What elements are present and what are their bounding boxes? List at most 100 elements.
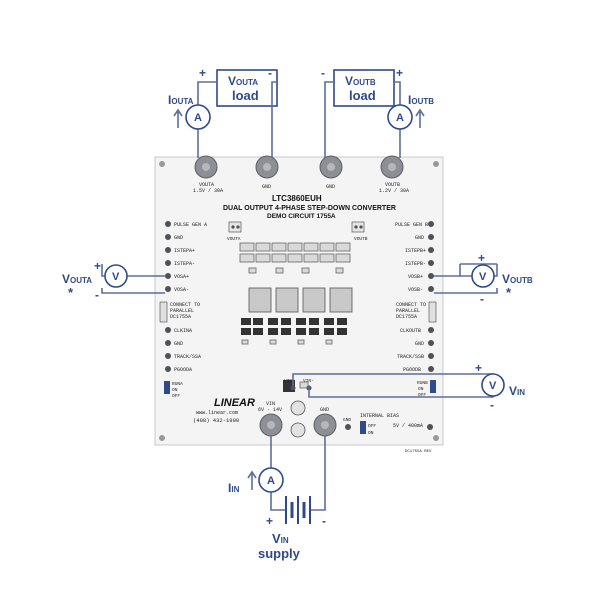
voutb-sense-pin: [354, 225, 358, 229]
turret-gnd-b2: [428, 340, 434, 346]
mount-hole-tr: [433, 161, 439, 167]
connect-left-1: CONNECT TO: [170, 302, 200, 308]
turret-vosb-minus: [428, 286, 434, 292]
turret-istepa-plus: [165, 247, 171, 253]
vouta-meter-minus: -: [95, 288, 99, 302]
pin-label-gnd-a1: GND: [174, 235, 183, 241]
runa-label: RUNA: [172, 381, 183, 387]
turret-gnd-a2: [165, 340, 171, 346]
iin-label: IIN: [228, 481, 240, 495]
linear-logo: LINEAR: [214, 397, 255, 409]
vouta-sense-label: VOUTA: [227, 236, 241, 242]
iin-arrow: [247, 470, 257, 490]
vin-supply-text: supply: [258, 546, 301, 561]
iouta-arrow: [173, 108, 183, 128]
vouta-rating: 1.5V / 30A: [193, 188, 223, 194]
website-text: www.linear.com: [196, 410, 238, 416]
board-code: DC1755A REV: [405, 450, 432, 454]
pin-label-vosa-minus: VOSA-: [174, 287, 189, 293]
connect-right-2: PARALLEL: [396, 308, 420, 314]
vin-voltmeter: [481, 373, 505, 397]
iin-ammeter: [258, 467, 284, 493]
ioutb-label: IOUTB: [408, 93, 434, 107]
ioutb-arrow: [415, 108, 425, 128]
connect-right-3: DC1755A: [396, 314, 417, 320]
runb-switch: [430, 380, 436, 393]
vouta-sense-pin2: [236, 225, 240, 229]
voutb-minus-sign: -: [321, 66, 325, 80]
turret-bias-gnd: [345, 424, 351, 430]
pin-label-pulse-gen-b: PULSE GEN B: [395, 222, 428, 228]
voutb-meter-label: VOUTB: [502, 272, 533, 286]
gnd-post-b-label: GND: [326, 184, 335, 190]
turret-vosa-minus: [165, 286, 171, 292]
turret-istepb-minus: [428, 260, 434, 266]
intvcc-on: ON: [368, 430, 374, 436]
runb-label: RUNB: [417, 380, 428, 386]
voutb-voltmeter-letter: V: [479, 271, 487, 283]
runa-on: ON: [172, 387, 178, 393]
pin-label-pgoodb: PGOODB: [403, 367, 421, 373]
runb-off: OFF: [418, 392, 426, 398]
turret-track-ssa: [165, 353, 171, 359]
vin-meter-minus: -: [490, 398, 494, 412]
turret-gnd-b1: [428, 234, 434, 240]
parallel-connector-right: [428, 301, 437, 323]
right-pins: PULSE GEN B GND ISTEPB+ ISTEPB- VOSB+ VO…: [395, 221, 437, 398]
turret-pgooda: [165, 366, 171, 372]
turret-vosa-plus: [165, 273, 171, 279]
vouta-plus-sign: +: [199, 66, 206, 80]
voutb-meter-plus: +: [478, 251, 485, 265]
bias-rating: 5V / 400mA: [393, 423, 423, 429]
iouta-ammeter: [185, 104, 211, 130]
vouta-voltmeter-letter: V: [112, 271, 120, 283]
voutb-post-center: [388, 163, 396, 171]
vin-supply-plus: +: [266, 514, 273, 528]
connect-left-3: DC1755A: [170, 314, 191, 320]
gnd-post-a-label: GND: [262, 184, 271, 190]
iin-ammeter-letter: A: [267, 475, 275, 487]
voutb-sense-pin2: [359, 225, 363, 229]
turret-gnd-a1: [165, 234, 171, 240]
intvcc-off: OFF: [368, 423, 376, 429]
mount-hole-br: [433, 435, 439, 441]
pin-label-pulse-gen-a: PULSE GEN A: [174, 222, 207, 228]
vouta-meter-plus: +: [94, 259, 101, 273]
vin-voltmeter-letter: V: [489, 380, 497, 392]
vouta-minus-sign: -: [268, 66, 272, 80]
vouta-meter-wire-minus: [101, 288, 165, 294]
intvcc-label: INTERNAL BIAS: [360, 413, 399, 419]
pin-label-vosa-plus: VOSA+: [174, 274, 189, 280]
voutb-post-label: VOUTB: [385, 182, 400, 188]
gnd-post-b-center: [327, 163, 335, 171]
iouta-ammeter-letter: A: [194, 112, 202, 124]
vin-sense-plus-label: VIN+: [284, 378, 295, 384]
board-title-demo: DEMO CIRCUIT 1755A: [267, 213, 336, 220]
vin-supply-wire-minus: [310, 436, 326, 511]
pin-label-pgooda: PGOODA: [174, 367, 192, 373]
board-title-desc: DUAL OUTPUT 4-PHASE STEP-DOWN CONVERTER: [223, 205, 396, 212]
voutb-meter-wire-minus: [434, 288, 498, 294]
pin-label-istepa-plus: ISTEPA+: [174, 248, 195, 254]
vouta-wire-plus: [197, 81, 217, 105]
turret-istepa-minus: [165, 260, 171, 266]
voutb-load-text: load: [349, 88, 376, 103]
battery-icon: [285, 496, 311, 524]
input-cap-2: [290, 422, 306, 438]
turret-bias-out: [427, 424, 433, 430]
turret-vosb-plus: [428, 273, 434, 279]
turret-clkoutb: [428, 327, 434, 333]
gnd-post-a-center: [263, 163, 271, 171]
vin-supply-minus: -: [322, 514, 326, 528]
mount-hole-bl: [159, 435, 165, 441]
vin-supply-wire-ammeter: [270, 492, 286, 511]
pin-label-istepb-plus: ISTEPB+: [405, 248, 426, 254]
runa-switch: [164, 381, 170, 394]
vin-meter-label: VIN: [509, 384, 525, 398]
turret-pgoodb: [428, 366, 434, 372]
pin-label-istepb-minus: ISTEPB-: [405, 261, 426, 267]
voutb-load-label: VOUTB: [345, 74, 376, 88]
pin-label-vosb-minus: VOSB-: [408, 287, 423, 293]
parallel-connector-left: [159, 301, 168, 323]
